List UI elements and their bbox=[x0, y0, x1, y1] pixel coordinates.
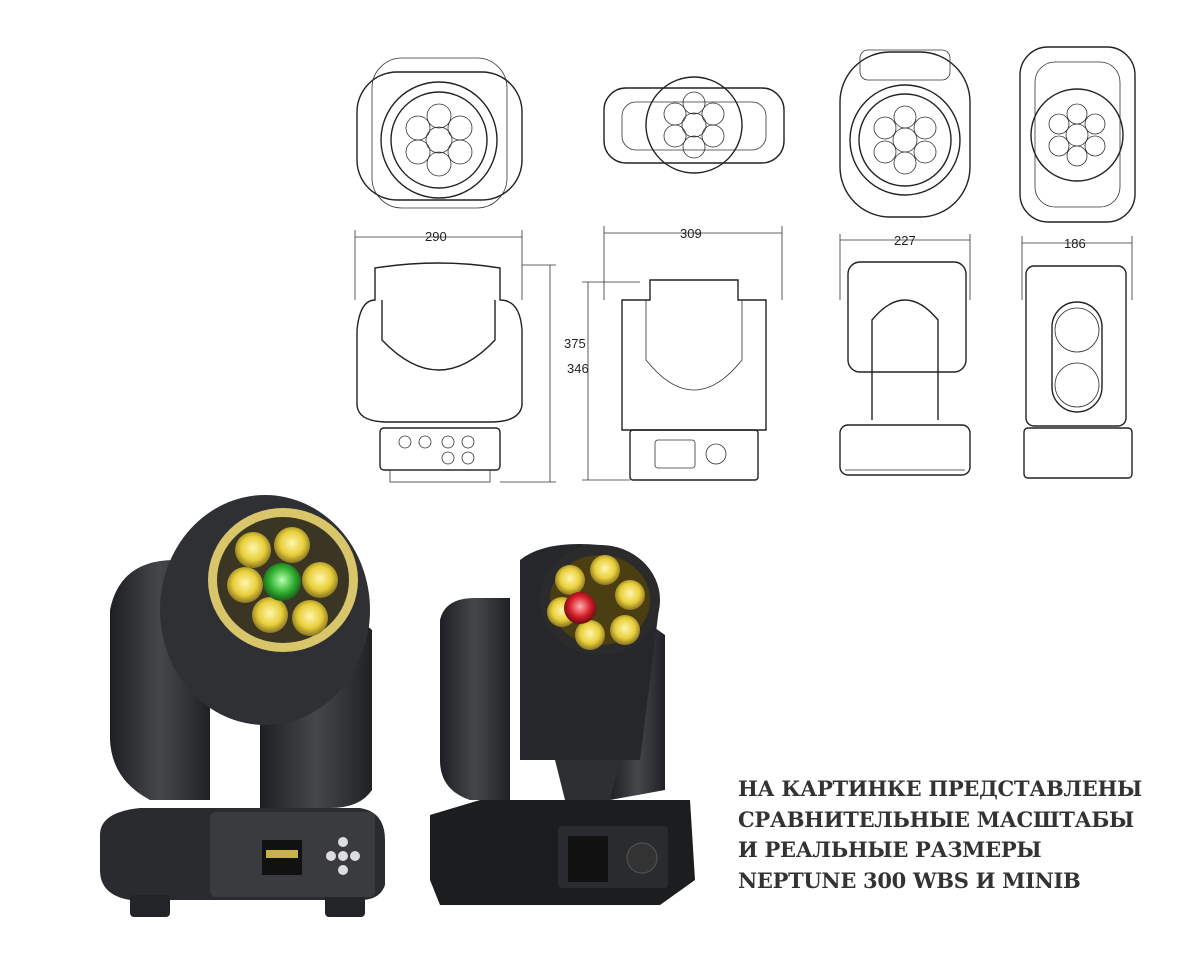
neptune-300-wbs-photo bbox=[100, 495, 385, 917]
caption-line-3: И РЕАЛЬНЫЕ РАЗМЕРЫ bbox=[738, 837, 1042, 862]
caption-line-2: СРАВНИТЕЛЬНЫЕ МАСШТАБЫ bbox=[738, 806, 1134, 832]
caption-line-1: НА КАРТИНКЕ ПРЕДСТАВЛЕНЫ bbox=[738, 776, 1142, 801]
minib-photo bbox=[430, 544, 695, 905]
caption-line-4: NEPTUNE 300 WBS И MINIB bbox=[738, 867, 1081, 893]
caption-text: НА КАРТИНКЕ ПРЕДСТАВЛЕНЫ СРАВНИТЕЛЬНЫЕ М… bbox=[738, 774, 1142, 896]
dimension-227-label: 227 bbox=[894, 233, 916, 248]
dimension-375-label: 375 bbox=[564, 336, 586, 351]
neptune-front-dimension-drawing bbox=[354, 230, 556, 483]
dimension-309-label: 309 bbox=[680, 226, 702, 241]
neptune-front-view-drawing bbox=[356, 57, 523, 209]
dimension-290-label: 290 bbox=[425, 229, 447, 244]
neptune-side-top-drawing bbox=[603, 76, 785, 174]
minib-side-top-drawing bbox=[1019, 46, 1136, 223]
dimension-346-label: 346 bbox=[567, 361, 589, 376]
minib-front-dimension-drawing bbox=[839, 234, 971, 476]
minib-front-view-drawing bbox=[839, 49, 971, 218]
minib-side-dimension-drawing bbox=[1021, 236, 1133, 479]
neptune-side-dimension-drawing bbox=[582, 226, 783, 481]
dimension-186-label: 186 bbox=[1064, 236, 1086, 251]
